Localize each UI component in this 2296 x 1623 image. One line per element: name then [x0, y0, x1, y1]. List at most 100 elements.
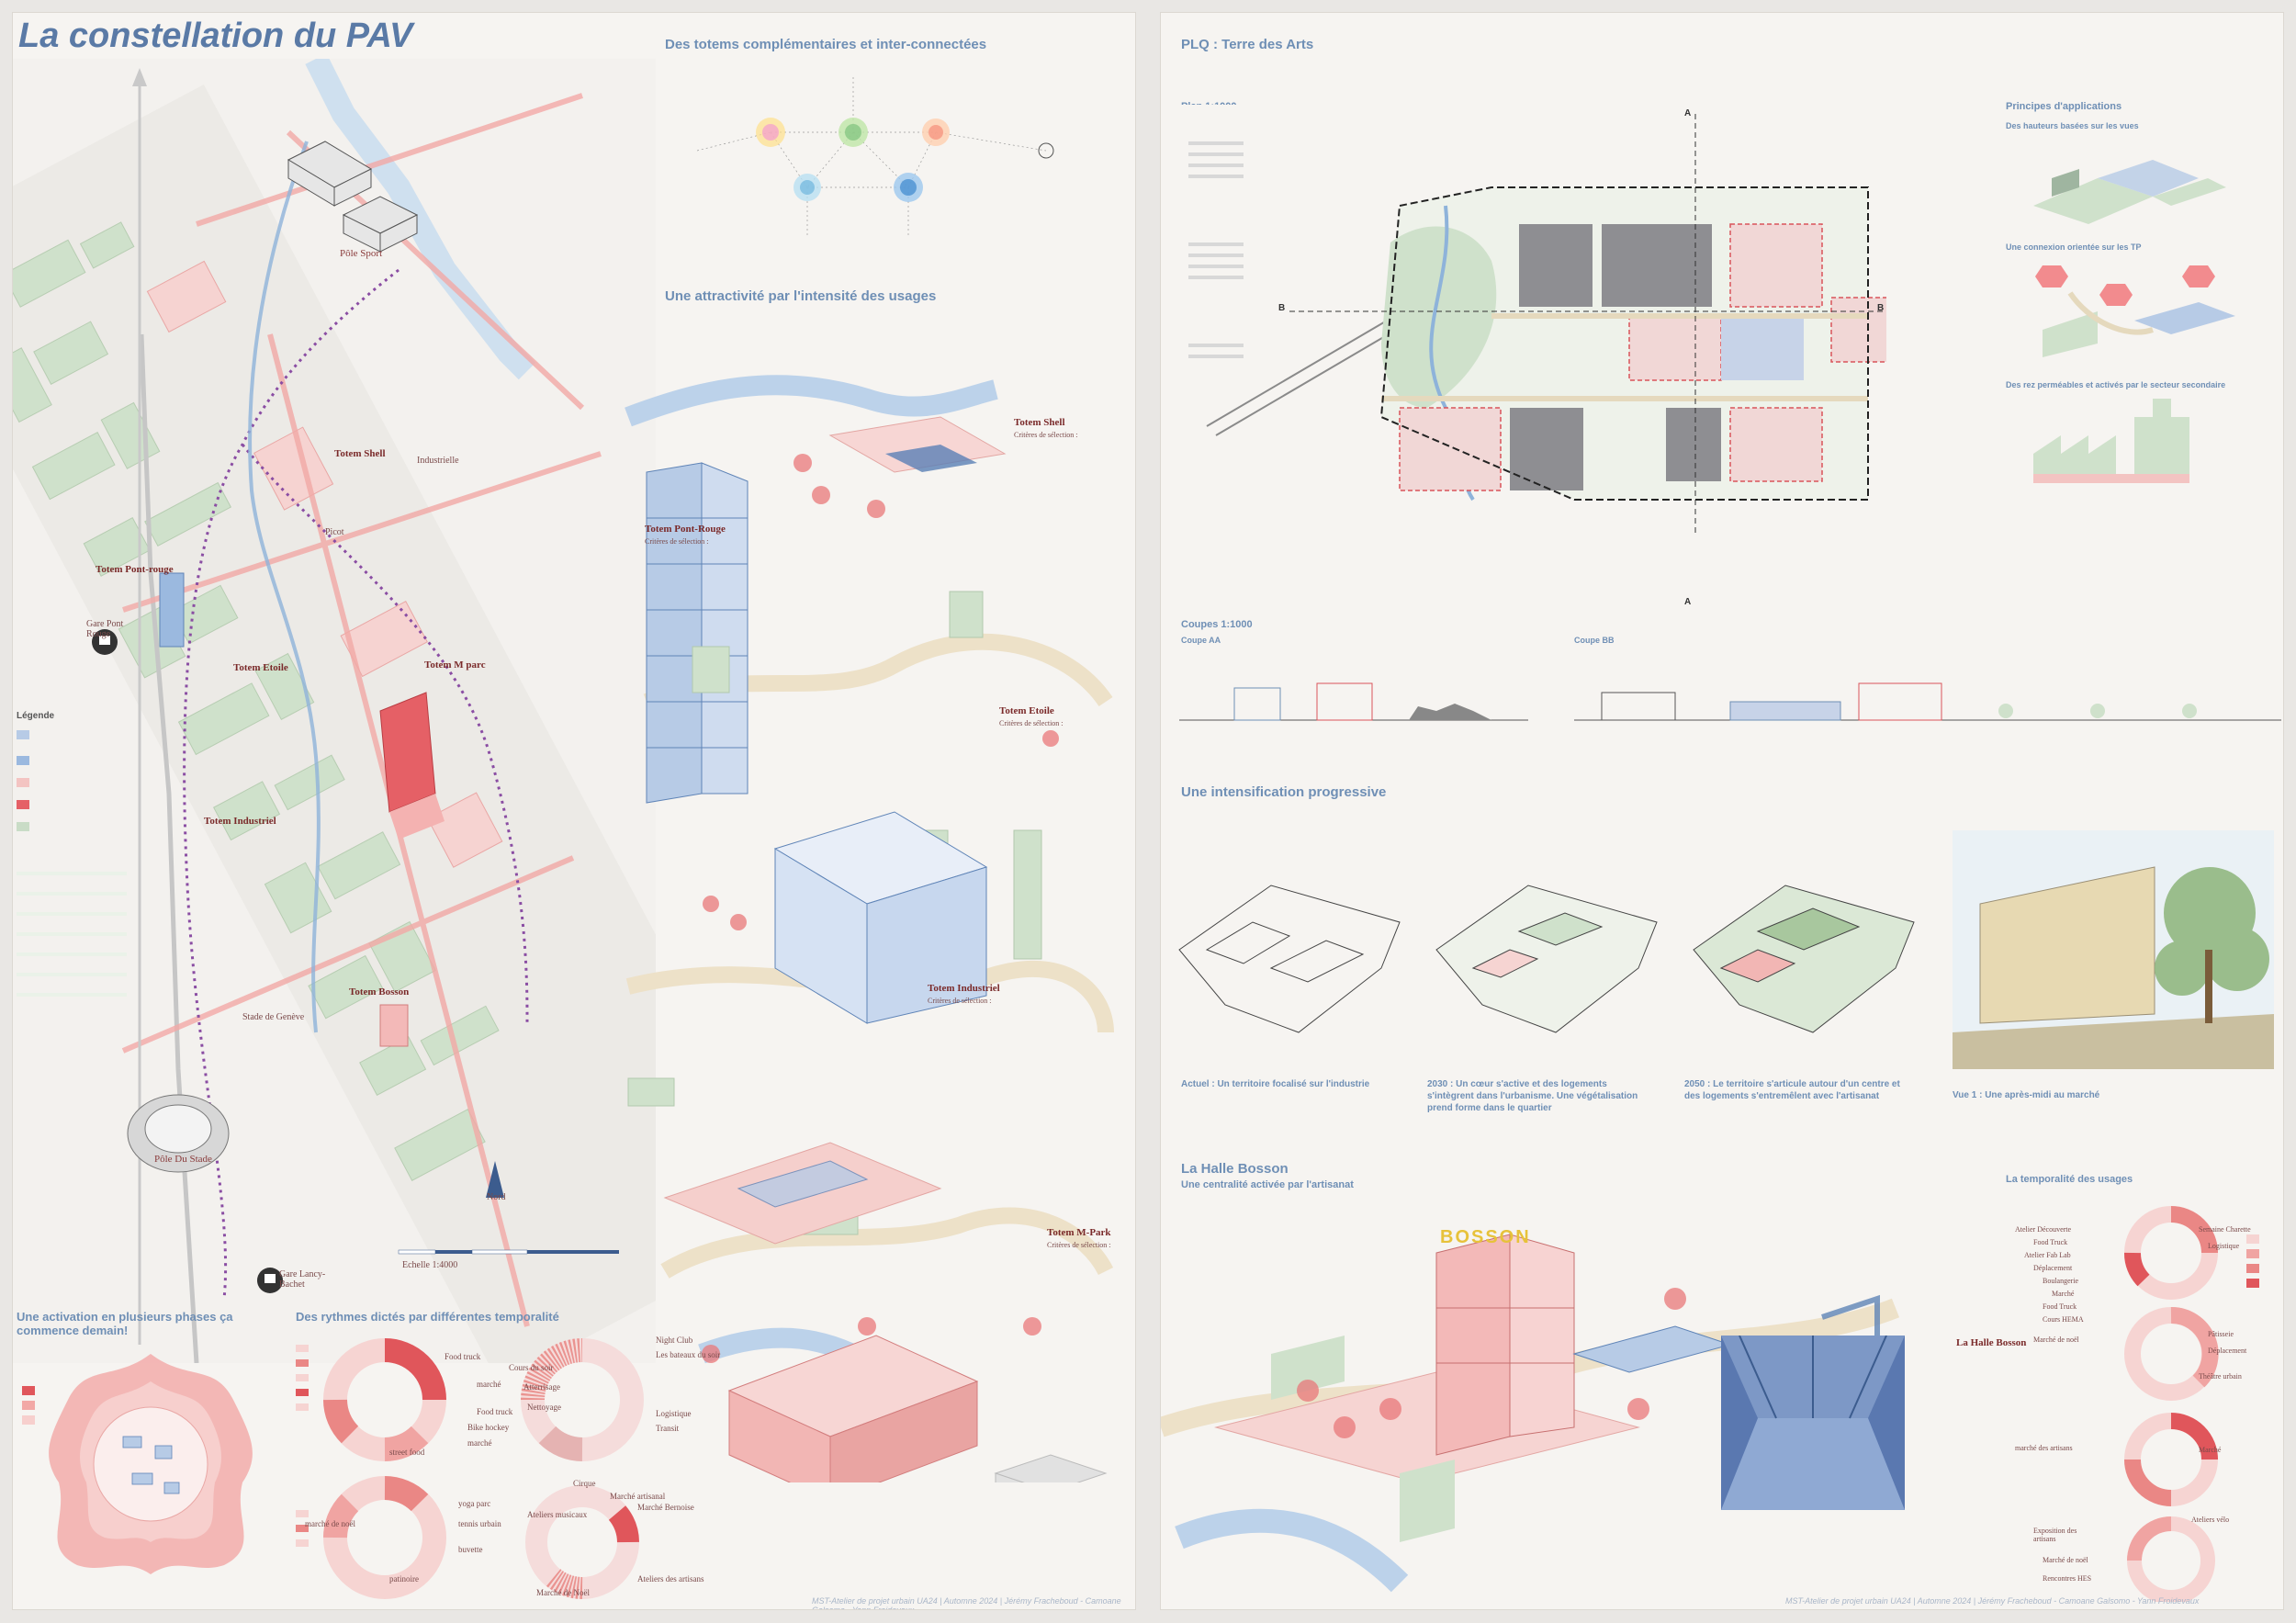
- label-gare-lancy: Gare Lancy-Bachet: [279, 1269, 326, 1290]
- rhythm-label-17: buvette: [458, 1545, 483, 1554]
- temp-label-17: Marché de noël: [2043, 1556, 2088, 1564]
- totem-card-shell-sub: Critères de sélection :: [1014, 431, 1078, 439]
- label-gare-pont-rouge: Gare Pont Rouge: [86, 619, 124, 639]
- master-plan-map: [13, 59, 656, 1363]
- temp-label-1: Food Truck: [2033, 1238, 2068, 1246]
- label-industrielle: Industrielle: [417, 456, 459, 466]
- halle-totem-label: La Halle Bosson: [1956, 1337, 2027, 1348]
- left-credit: MST-Atelier de projet urbain UA24 | Auto…: [812, 1596, 1121, 1609]
- totem-card-industriel-name: Totem Industriel: [928, 983, 1000, 994]
- rhythm-label-10: Les bateaux du soir: [656, 1350, 721, 1359]
- temp-label-3: Déplacement: [2033, 1264, 2073, 1272]
- rhythm-label-7: Nettoyage: [527, 1403, 561, 1412]
- legend-list: [17, 855, 127, 1002]
- phase-caption-2030: 2030 : Un cœur s'active et des logements…: [1427, 1079, 1638, 1113]
- label-totem-bosson: Totem Bosson: [349, 986, 410, 997]
- temp-swatch-2: [2246, 1249, 2259, 1258]
- intensification-title: Une intensification progressive: [1181, 784, 1387, 800]
- temp-label-9: Logistique: [2208, 1242, 2240, 1250]
- rhythm-label-9: Night Club: [656, 1336, 693, 1345]
- label-nord: Nord: [487, 1192, 506, 1202]
- totem-card-shell-name: Totem Shell: [1014, 417, 1065, 428]
- label-totem-industriel: Totem Industriel: [204, 816, 276, 827]
- rhythm-label-18: patinoire: [389, 1574, 419, 1584]
- rhythm-label-16: tennis urbain: [458, 1519, 501, 1528]
- principle-1: Des hauteurs basées sur les vues: [2006, 121, 2139, 130]
- temp-label-10: Marché de noël: [2033, 1336, 2079, 1344]
- sections-drawing: [1179, 682, 2281, 721]
- legend-swatch-pink: [17, 778, 29, 787]
- principle-rez-diagram: [2033, 399, 2189, 483]
- market-view-sketch: [1953, 830, 2274, 1069]
- activation-title: Une activation en plusieurs phases ça co…: [17, 1310, 233, 1337]
- temp-label-4: Boulangerie: [2043, 1277, 2079, 1285]
- constellation-diagram: [697, 77, 1054, 238]
- phase-swatch-2: [22, 1401, 35, 1410]
- temp-label-7: Cours HEMA: [2043, 1315, 2084, 1324]
- temp-label-18: Ateliers vélo: [2191, 1516, 2230, 1524]
- rhythm-label-12: Logistique: [656, 1409, 692, 1418]
- left-board: La constellation du PAV: [13, 13, 1135, 1609]
- temp-swatch-3: [2246, 1264, 2259, 1273]
- halle-interior-photo: [1721, 1336, 1905, 1510]
- rhythm-label-5: street food: [389, 1448, 425, 1457]
- totem-card-mpark-sub: Critères de sélection :: [1047, 1241, 1111, 1249]
- label-picot: Picot: [325, 527, 344, 537]
- map-legend: Légende: [17, 711, 127, 1002]
- phase-caption-actuel: Actuel : Un territoire focalisé sur l'in…: [1181, 1079, 1370, 1089]
- rhythm-label-22: Ateliers des artisans: [637, 1574, 704, 1584]
- legend-swatch-blue-dark: [17, 756, 29, 765]
- right-board: PLQ : Terre des Arts Plan 1:1000: [1161, 13, 2283, 1609]
- label-totem-pont-rouge: Totem Pont-rouge: [96, 564, 174, 575]
- rhythm-label-3: Bike hockey: [467, 1423, 510, 1432]
- section-b-left: B: [1278, 303, 1286, 313]
- principle-3: Des rez perméables et activés par le sec…: [2006, 380, 2226, 389]
- section-a-bottom: A: [1684, 597, 1692, 607]
- legend-swatch-green: [17, 822, 29, 831]
- principle-2: Une connexion orientée sur les TP: [2006, 242, 2142, 252]
- temp-label-8: Semaine Charette: [2199, 1225, 2251, 1234]
- temporality-title: La temporalité des usages: [2006, 1174, 2133, 1185]
- activation-phases-flower: [49, 1354, 253, 1574]
- phase-caption-vue1: Vue 1 : Une après-midi au marché: [1953, 1090, 2100, 1100]
- totems-title: Des totems complémentaires et inter-conn…: [665, 37, 987, 52]
- rhythm-label-2: Food truck: [477, 1407, 513, 1416]
- temp-label-16: Exposition des artisans: [2033, 1527, 2077, 1543]
- right-credit: MST-Atelier de projet urbain UA24 | Auto…: [1785, 1596, 2200, 1606]
- legend-swatch-red: [17, 800, 29, 809]
- temp-label-15: Marché: [2199, 1446, 2222, 1454]
- label-pole-stade: Pôle Du Stade: [154, 1154, 212, 1165]
- temp-label-5: Marché: [2052, 1290, 2075, 1298]
- rhythm-label-11: Transit: [656, 1424, 680, 1433]
- rhythm-label-13: Cirque: [573, 1479, 596, 1488]
- coupe-bb-label: Coupe BB: [1574, 636, 1615, 645]
- totem-card-pont-rouge-sub: Critères de sélection :: [645, 537, 709, 546]
- legend-swatch-blue: [17, 729, 29, 739]
- rhythm-label-4: marché: [467, 1438, 492, 1448]
- intensification-axonometries: [1178, 885, 1915, 1033]
- label-totem-etoile: Totem Etoile: [233, 662, 288, 673]
- section-a-top: A: [1684, 108, 1692, 118]
- label-totem-shell: Totem Shell: [334, 448, 386, 459]
- phase-caption-2050: 2050 : Le territoire s'articule autour d…: [1684, 1079, 1900, 1101]
- plq-title: PLQ : Terre des Arts: [1181, 37, 1314, 52]
- label-stade-geneve: Stade de Genève: [242, 1012, 305, 1022]
- coupes-label: Coupes 1:1000: [1181, 619, 1253, 630]
- phase-swatch-3: [22, 1415, 35, 1425]
- label-pole-sport: Pôle Sport: [340, 248, 383, 259]
- rhythms-donut-charts: [296, 1338, 644, 1599]
- phase-swatch-1: [22, 1386, 35, 1395]
- page-title: La constellation du PAV: [18, 17, 413, 55]
- temp-label-12: Pâtisseie: [2208, 1330, 2234, 1338]
- rhythm-label-20: Ateliers musicaux: [527, 1510, 588, 1519]
- principles-title: Principes d'applications: [2006, 101, 2122, 112]
- rhythm-label-8: Atterrisage: [523, 1382, 560, 1392]
- temp-label-19: Rencontres HES: [2043, 1574, 2092, 1583]
- halle-title: La Halle Bosson: [1181, 1161, 1289, 1177]
- rhythm-label-1: marché: [477, 1380, 501, 1389]
- temp-label-11: Déplacement: [2208, 1347, 2247, 1355]
- coupe-aa-label: Coupe AA: [1181, 636, 1221, 645]
- temporality-donuts: [2124, 1206, 2219, 1602]
- attractivity-title: Une attractivité par l'intensité des usa…: [665, 288, 937, 304]
- rhythm-label-6: Cours du soir: [509, 1363, 554, 1372]
